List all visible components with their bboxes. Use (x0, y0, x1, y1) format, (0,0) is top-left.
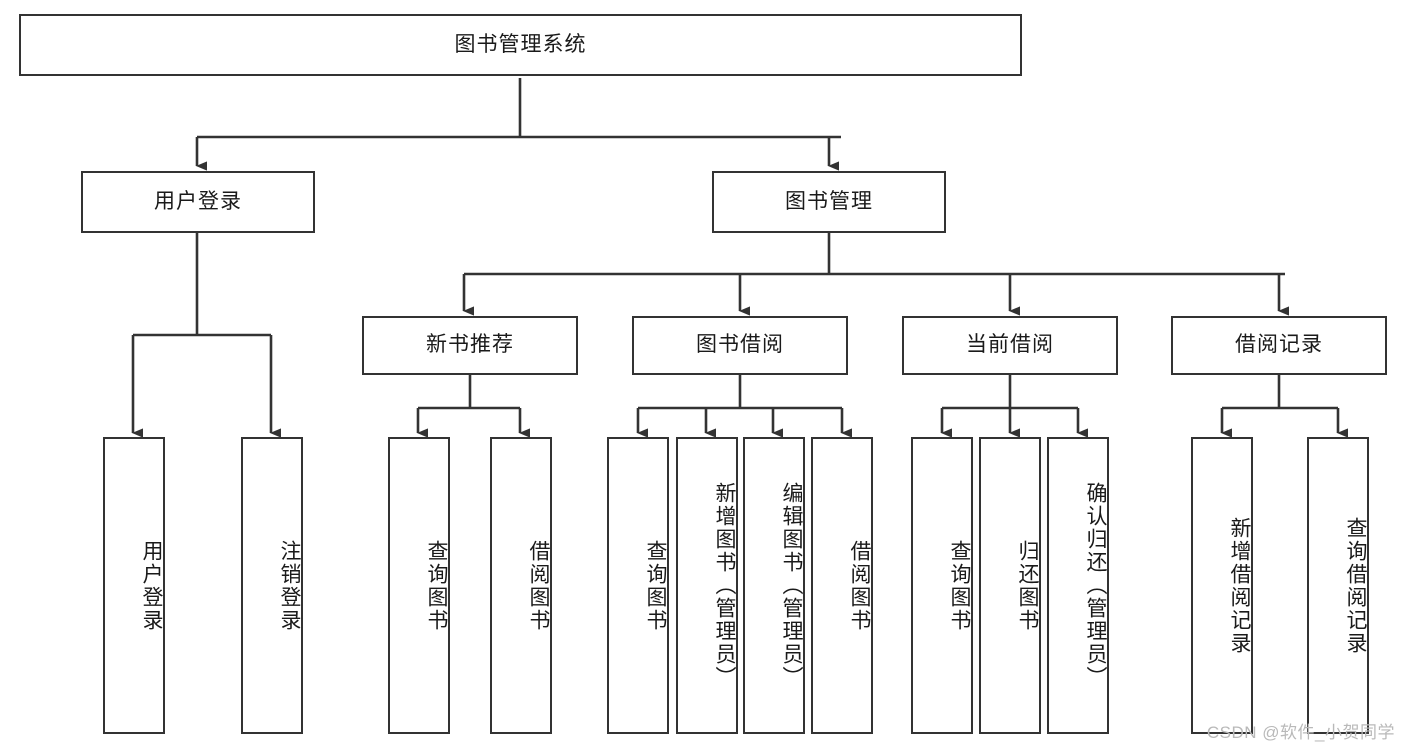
node-label: 新增借阅记录 (1228, 516, 1251, 655)
node-label: 借阅图书 (848, 539, 871, 632)
node-label: 查询图书 (425, 539, 448, 632)
node-book-borrow[interactable]: 图书借阅 (632, 316, 848, 375)
node-label: 查询图书 (948, 539, 971, 632)
node-label: 归还图书 (1016, 539, 1039, 632)
node-book-management[interactable]: 图书管理 (712, 171, 946, 233)
node-leaf-user-login[interactable]: 用户登录 (103, 437, 165, 734)
node-leaf-borrow-books-recommend[interactable]: 借阅图书 (490, 437, 552, 734)
node-leaf-borrow-books-borrow[interactable]: 借阅图书 (811, 437, 873, 734)
node-user-login[interactable]: 用户登录 (81, 171, 315, 233)
node-leaf-return-book[interactable]: 归还图书 (979, 437, 1041, 734)
node-label: 用户登录 (154, 189, 242, 213)
node-root-book-management-system[interactable]: 图书管理系统 (19, 14, 1022, 76)
node-label: 图书管理 (785, 189, 873, 213)
node-leaf-query-borrow-record[interactable]: 查询借阅记录 (1307, 437, 1369, 734)
node-label: 借阅记录 (1235, 333, 1323, 357)
watermark: CSDN @软件_小贺同学 (1206, 723, 1395, 742)
node-leaf-query-books-recommend[interactable]: 查询图书 (388, 437, 450, 734)
node-label: 新增图书（管理员） (713, 482, 736, 689)
node-label: 查询图书 (644, 539, 667, 632)
node-leaf-query-books-borrow[interactable]: 查询图书 (607, 437, 669, 734)
node-label: 确认归还（管理员） (1084, 482, 1107, 689)
node-leaf-confirm-return-admin[interactable]: 确认归还（管理员） (1047, 437, 1109, 734)
node-label: 新书推荐 (426, 333, 514, 357)
node-label: 借阅图书 (527, 539, 550, 632)
node-leaf-add-borrow-record[interactable]: 新增借阅记录 (1191, 437, 1253, 734)
node-leaf-query-books-current[interactable]: 查询图书 (911, 437, 973, 734)
node-label: 当前借阅 (966, 333, 1054, 357)
node-label: 用户登录 (140, 539, 163, 632)
node-label: 注销登录 (278, 539, 301, 632)
node-label: 编辑图书（管理员） (780, 482, 803, 689)
node-borrow-record[interactable]: 借阅记录 (1171, 316, 1387, 375)
node-label: 查询借阅记录 (1344, 516, 1367, 655)
node-label: 图书管理系统 (454, 32, 587, 56)
node-leaf-add-book-admin[interactable]: 新增图书（管理员） (676, 437, 738, 734)
node-current-borrow[interactable]: 当前借阅 (902, 316, 1118, 375)
node-leaf-logout-login[interactable]: 注销登录 (241, 437, 303, 734)
node-label: 图书借阅 (696, 333, 784, 357)
node-new-book-recommend[interactable]: 新书推荐 (362, 316, 578, 375)
node-leaf-edit-book-admin[interactable]: 编辑图书（管理员） (743, 437, 805, 734)
